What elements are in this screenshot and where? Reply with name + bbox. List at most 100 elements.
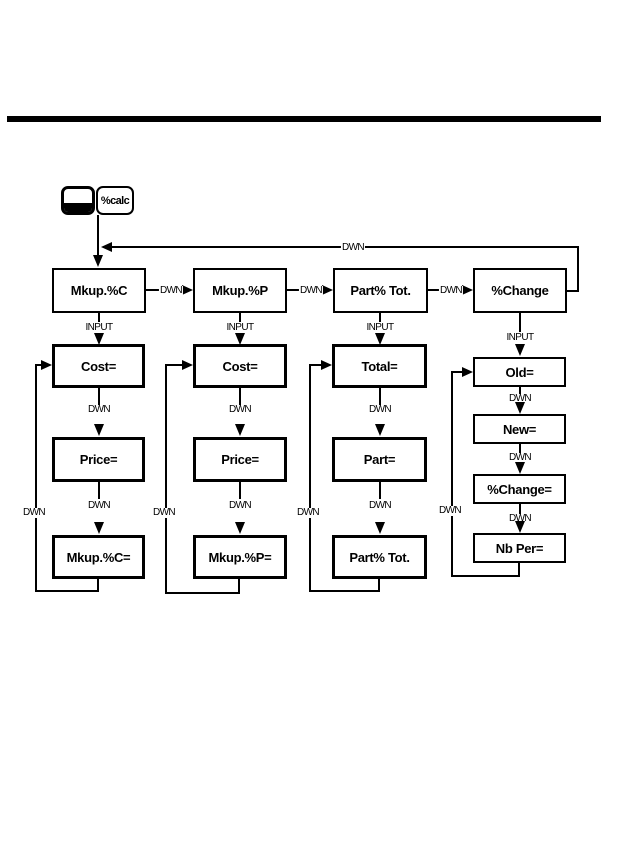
edge-label-down: DWN [21,507,47,518]
node-new: New= [473,414,566,444]
arrow-down-icon [375,424,385,436]
edge-label-down: DWN [340,242,366,253]
edge-label-down: DWN [151,507,177,518]
arrow-right-icon [322,285,333,295]
arrow-down-icon [94,424,104,436]
connector-line [519,444,521,454]
connector-line [309,364,322,366]
connector-line [451,575,520,577]
shift-key-icon [61,186,95,215]
arrow-down-icon [515,521,525,533]
connector-line [309,365,311,592]
connector-line [146,289,163,291]
connector-line [98,482,100,499]
arrow-left-icon [101,242,112,252]
section-divider [7,116,601,122]
node-mkup-pct-c-result: Mkup.%C= [52,535,145,579]
node-pct-change-result: %Change= [473,474,566,504]
arrow-right-icon [182,285,193,295]
percent-calc-key-label: %calc [100,194,130,207]
connector-line [567,290,579,292]
node-nb-per: Nb Per= [473,533,566,563]
node-mkup-pct-c: Mkup.%C [52,268,146,313]
edge-label-down: DWN [438,285,464,296]
arrow-down-icon [375,522,385,534]
connector-line [35,365,37,592]
arrow-right-icon [462,367,473,377]
node-price-col1: Price= [52,437,145,482]
edge-label-input: INPUT [225,322,255,333]
connector-line [378,579,380,592]
node-mkup-pct-p-result: Mkup.%P= [193,535,287,579]
edge-label-down: DWN [367,404,393,415]
connector-line [287,289,304,291]
edge-label-down: DWN [507,393,533,404]
connector-line [309,590,380,592]
connector-line [451,371,463,373]
arrow-down-icon [235,424,245,436]
edge-label-down: DWN [295,507,321,518]
connector-line [519,504,521,516]
arrow-right-icon [182,360,193,370]
arrow-down-icon [235,333,245,345]
arrow-down-icon [515,462,525,474]
edge-label-input: INPUT [365,322,395,333]
arrow-down-icon [94,522,104,534]
connector-line [519,313,521,332]
connector-line [239,482,241,499]
connector-line [428,289,444,291]
connector-line [165,592,240,594]
arrow-down-icon [235,522,245,534]
arrow-right-icon [321,360,332,370]
edge-label-down: DWN [86,500,112,511]
connector-line [103,246,578,248]
node-part-pct-tot-result: Part% Tot. [332,535,427,579]
node-part: Part= [332,437,427,482]
edge-label-down: DWN [227,500,253,511]
node-mkup-pct-p: Mkup.%P [193,268,287,313]
edge-label-down: DWN [507,452,533,463]
edge-label-down: DWN [227,404,253,415]
edge-label-input: INPUT [505,332,535,343]
arrow-right-icon [41,360,52,370]
arrow-down-icon [375,333,385,345]
node-part-pct-tot: Part% Tot. [333,268,428,313]
connector-line [239,388,241,405]
arrow-down-icon [94,333,104,345]
connector-line [97,579,99,592]
connector-line [577,246,579,292]
connector-line [98,313,100,322]
connector-line [165,365,167,594]
edge-label-down: DWN [86,404,112,415]
edge-label-down: DWN [158,285,184,296]
arrow-down-icon [515,402,525,414]
connector-line [165,364,183,366]
arrow-down-icon [515,344,525,356]
node-pct-change: %Change [473,268,567,313]
edge-label-down: DWN [507,513,533,524]
edge-label-down: DWN [437,505,463,516]
connector-line [97,215,99,256]
connector-line [35,590,99,592]
edge-label-down: DWN [367,500,393,511]
connector-line [238,579,240,594]
node-cost-col1: Cost= [52,344,145,388]
connector-line [239,313,241,322]
edge-label-input: INPUT [84,322,114,333]
node-cost-col2: Cost= [193,344,287,388]
shift-key-black-half [64,203,92,212]
connector-line [379,388,381,405]
arrow-down-icon [93,255,103,267]
arrow-right-icon [462,285,473,295]
node-price-col2: Price= [193,437,287,482]
connector-line [519,387,521,395]
connector-line [379,482,381,499]
connector-line [518,563,520,577]
connector-line [35,364,43,366]
connector-line [379,313,381,322]
connector-line [98,388,100,405]
node-old: Old= [473,357,566,387]
edge-label-down: DWN [298,285,324,296]
percent-calc-key-icon: %calc [96,186,134,215]
